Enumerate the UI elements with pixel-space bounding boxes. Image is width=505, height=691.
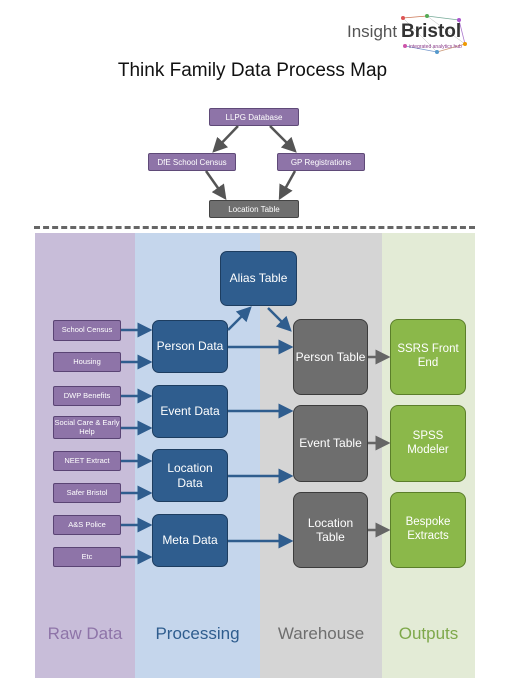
raw-item-safer-bristol: Safer Bristol	[53, 483, 121, 503]
location-table-source-box: Location Table	[209, 200, 299, 218]
person-table-box: Person Table	[293, 319, 368, 395]
insight-bristol-logo: Insight Bristol integrated analytics hub	[345, 14, 475, 56]
ssrs-front-end-box: SSRS Front End	[390, 319, 466, 395]
raw-item-etc: Etc	[53, 547, 121, 567]
raw-item-dwp-benefits: DWP Benefits	[53, 386, 121, 406]
raw-item-social-care: Social Care & Early Help	[53, 416, 121, 439]
warehouse-label: Warehouse	[277, 624, 365, 643]
bespoke-extracts-box: Bespoke Extracts	[390, 492, 466, 568]
dfe-school-census-box: DfE School Census	[148, 153, 236, 171]
meta-data-box: Meta Data	[152, 514, 228, 567]
arrow-dfe-location	[204, 170, 227, 201]
arrow-llpg-gp	[269, 125, 297, 153]
person-data-box: Person Data	[152, 320, 228, 373]
processing-label: Processing	[155, 624, 240, 643]
raw-item-as-police: A&S Police	[53, 515, 121, 535]
event-data-box: Event Data	[152, 385, 228, 438]
outputs-label: Outputs	[398, 624, 459, 643]
gp-registrations-box: GP Registrations	[277, 153, 365, 171]
raw-item-housing: Housing	[53, 352, 121, 372]
spss-modeler-box: SPSS Modeler	[390, 405, 466, 482]
raw-item-school-census: School Census	[53, 320, 121, 341]
logo-insight-text: Insight	[347, 22, 398, 41]
logo-tagline: integrated analytics hub	[409, 44, 462, 50]
alias-table-box: Alias Table	[220, 251, 297, 306]
location-data-box: Location Data	[152, 449, 228, 502]
raw-data-label: Raw Data	[47, 624, 123, 643]
raw-item-neet-extract: NEET Extract	[53, 451, 121, 471]
logo-bristol-text: Bristol	[401, 21, 462, 42]
dashed-divider	[34, 226, 475, 229]
network-icon	[401, 14, 467, 54]
event-table-box: Event Table	[293, 405, 368, 482]
arrow-person-alias	[227, 306, 252, 331]
arrow-gp-location	[278, 170, 297, 201]
arrow-alias-person-table	[267, 307, 292, 332]
llpg-database-box: LLPG Database	[209, 108, 299, 126]
page-title: Think Family Data Process Map	[117, 60, 388, 81]
arrow-llpg-dfe	[212, 125, 239, 153]
location-table-box: Location Table	[293, 492, 368, 568]
